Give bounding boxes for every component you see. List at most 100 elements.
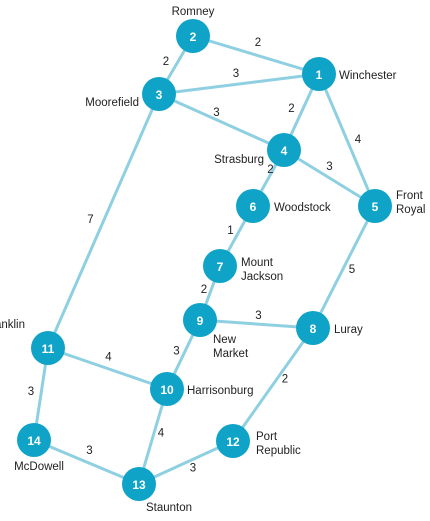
city-label-1: Winchester (339, 70, 397, 82)
edge-weight-5-8: 5 (349, 264, 355, 276)
edge-weight-6-7: 1 (227, 225, 233, 237)
node-circle-5 (358, 189, 392, 223)
city-labels-layer: Winchester RomneyMoorefieldStrasburgFront… (0, 6, 425, 514)
node-circle-13 (122, 467, 156, 501)
edge-9-8 (198, 318, 315, 330)
city-label-10: Harrisonburg (187, 385, 253, 397)
node-number-11: 11 (42, 342, 55, 356)
city-label-line: Port (256, 431, 278, 443)
city-label-line: New (213, 334, 237, 346)
node-5: 5 (358, 189, 392, 223)
city-label-4: Strasburg (214, 154, 264, 166)
node-2: 2 (176, 19, 210, 53)
edge-weight-9-10: 3 (173, 346, 179, 358)
node-number-6: 6 (250, 200, 257, 214)
node-6: 6 (236, 189, 270, 223)
edge-weight-9-8: 3 (255, 310, 261, 322)
city-label-line: McDowell (14, 461, 64, 473)
node-8: 8 (296, 311, 330, 345)
node-7: 7 (203, 249, 237, 283)
edge-weight-11-10: 4 (105, 352, 112, 364)
node-circle-11 (31, 331, 65, 365)
city-label-line: Harrisonburg (187, 385, 253, 397)
edge-weight-1-4: 2 (288, 103, 294, 115)
city-label-line: Woodstock (274, 202, 331, 214)
city-label-line: Luray (334, 324, 363, 336)
city-label-line: Jackson (241, 271, 283, 283)
node-number-14: 14 (27, 434, 41, 448)
node-number-13: 13 (132, 478, 146, 492)
node-circle-2 (176, 19, 210, 53)
node-number-1: 1 (316, 68, 323, 82)
city-label-line: Winchester (339, 70, 397, 82)
node-circle-3 (142, 77, 176, 111)
edge-3-11 (46, 92, 161, 350)
city-label-13: Staunton (146, 502, 192, 514)
edge-11-10 (46, 346, 169, 391)
edge-weight-2-3: 2 (163, 56, 169, 68)
node-number-2: 2 (190, 30, 197, 44)
edge-weight-8-12: 2 (282, 374, 288, 386)
city-label-line: Republic (256, 445, 301, 457)
node-number-5: 5 (372, 200, 379, 214)
node-circle-1 (302, 57, 336, 91)
node-number-7: 7 (217, 260, 224, 274)
node-13: 13 (122, 467, 156, 501)
node-circle-14 (17, 423, 51, 457)
node-9: 9 (183, 303, 217, 337)
edge-12-13 (137, 439, 235, 486)
edge-weight-1-5: 4 (355, 134, 362, 146)
node-number-8: 8 (310, 322, 317, 336)
city-label-2: Romney (172, 6, 215, 18)
node-12: 12 (216, 424, 250, 458)
node-number-10: 10 (160, 383, 174, 397)
edge-weight-14-13: 3 (86, 445, 92, 457)
edge-weight-4-5: 3 (326, 161, 332, 173)
node-circle-4 (267, 133, 301, 167)
city-label-3: Moorefield (85, 97, 139, 109)
node-circle-7 (203, 249, 237, 283)
city-label-8: Luray (334, 324, 363, 336)
edge-weight-2-1: 2 (255, 37, 261, 49)
edge-weight-3-11: 7 (87, 214, 93, 226)
edge-4-5 (282, 148, 377, 208)
city-label-11: Franklin (0, 319, 25, 331)
edge-weight-10-13: 4 (158, 428, 165, 440)
city-label-6: Woodstock (274, 202, 331, 214)
edge-3-4 (157, 92, 286, 152)
edge-14-13 (32, 438, 141, 486)
edge-weight-3-4: 3 (213, 107, 219, 119)
node-circle-12 (216, 424, 250, 458)
node-3: 3 (142, 77, 176, 111)
node-4: 4 (267, 133, 301, 167)
node-number-3: 3 (156, 88, 163, 102)
edge-weight-4-6: 2 (267, 164, 273, 176)
edge-1-5 (317, 72, 377, 208)
node-14: 14 (17, 423, 51, 457)
edge-weight-7-9: 2 (201, 284, 207, 296)
node-circle-6 (236, 189, 270, 223)
node-10: 10 (150, 372, 184, 406)
edge-2-1 (191, 34, 321, 76)
city-label-line: Romney (172, 6, 215, 18)
edge-weight-3-1: 3 (233, 68, 239, 80)
city-label-line: Moorefield (85, 97, 139, 109)
node-number-4: 4 (281, 144, 288, 158)
node-number-12: 12 (226, 435, 240, 449)
node-circle-10 (150, 372, 184, 406)
node-circle-9 (183, 303, 217, 337)
city-label-line: Mount (241, 257, 274, 269)
city-label-line: Strasburg (214, 154, 264, 166)
city-label-line: Front (396, 190, 424, 202)
node-number-9: 9 (197, 314, 204, 328)
node-11: 11 (31, 331, 65, 365)
edge-weight-11-14: 3 (28, 386, 34, 398)
